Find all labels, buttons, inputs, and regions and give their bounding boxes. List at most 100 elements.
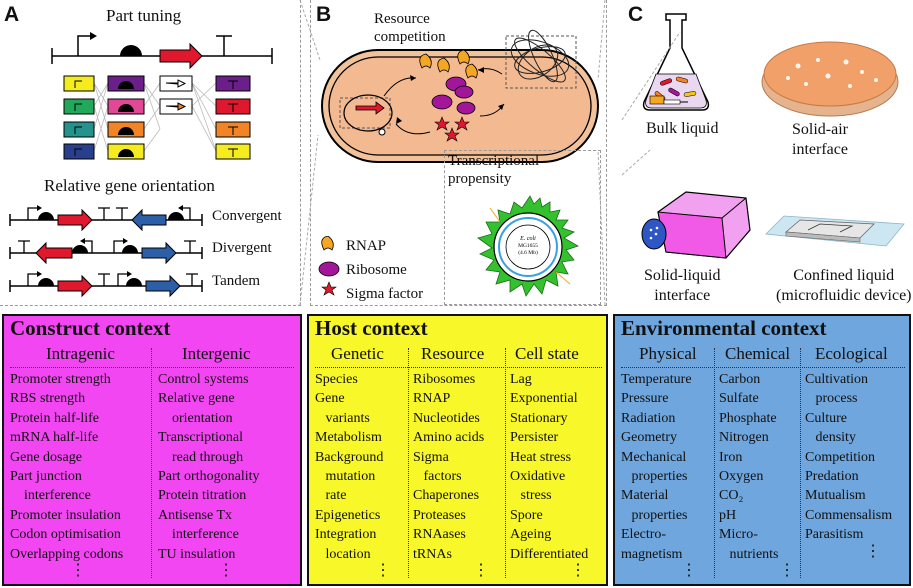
host-context-box: Host context Genetic Resource Cell state… bbox=[307, 314, 608, 586]
list-item: stress bbox=[510, 488, 552, 504]
list-item: Codon optimisation bbox=[10, 527, 121, 543]
list-item: Oxidative bbox=[510, 469, 566, 485]
construct-header-rule bbox=[10, 367, 294, 368]
list-item: RBS strength bbox=[10, 391, 86, 407]
list-item: Sulfate bbox=[719, 391, 759, 407]
list-item: Carbon bbox=[719, 372, 761, 387]
list-item: Protein titration bbox=[158, 488, 247, 504]
orientation-divergent: Divergent bbox=[212, 240, 272, 256]
list-item: Pressure bbox=[621, 391, 669, 407]
list-item: Exponential bbox=[510, 391, 578, 407]
list-item: tRNAs bbox=[413, 546, 452, 562]
cell-diagram bbox=[321, 29, 599, 163]
ellipsis-icon: ⋮ bbox=[375, 562, 391, 580]
solid-liquid-label: Solid-liquid interface bbox=[644, 266, 720, 306]
confined-line1: Confined liquid bbox=[793, 267, 895, 284]
host-col-genetic-head: Genetic bbox=[331, 344, 384, 363]
panel-a-frame bbox=[0, 0, 301, 306]
list-item: Gene bbox=[315, 391, 345, 407]
list-item: Promoter strength bbox=[10, 372, 111, 387]
ellipsis-icon: ⋮ bbox=[473, 562, 489, 580]
list-item: Part orthogonality bbox=[158, 469, 260, 485]
env-col-ecological-head: Ecological bbox=[815, 344, 888, 363]
list-item: properties bbox=[621, 469, 688, 485]
solid-liquid-line1: Solid-liquid bbox=[644, 267, 721, 284]
list-item: Epigenetics bbox=[315, 507, 381, 523]
list-item: Ribosomes bbox=[413, 372, 476, 387]
list-item: Persister bbox=[510, 430, 559, 446]
list-item: variants bbox=[315, 410, 370, 426]
list-item: Species bbox=[315, 372, 358, 387]
ellipsis-icon: ⋮ bbox=[779, 562, 795, 580]
list-item: Parasitism bbox=[805, 527, 864, 543]
construct-context-title: Construct context bbox=[10, 316, 171, 340]
construct-col-divider bbox=[151, 348, 152, 578]
legend-ribosome: Ribosome bbox=[346, 262, 407, 278]
list-item: mRNA half-life bbox=[10, 430, 99, 446]
ellipsis-icon: ⋮ bbox=[218, 562, 234, 580]
sigma-factor-icon bbox=[321, 281, 337, 296]
list-item: Lag bbox=[510, 372, 532, 387]
host-col-divider-2 bbox=[505, 348, 506, 578]
legend-sigma: Sigma factor bbox=[346, 286, 424, 302]
genome-name-line2: MG1655 bbox=[518, 243, 538, 249]
construct-context-box: Construct context Intragenic Intergenic … bbox=[2, 314, 302, 586]
genome-propensity-plot: E. coli MG1655 (4.6 Mb) bbox=[477, 195, 579, 297]
ribosome-icon bbox=[318, 261, 340, 277]
env-col-divider-2 bbox=[800, 348, 801, 578]
microfluidic-device-icon bbox=[765, 215, 905, 247]
list-item: Metabolism bbox=[315, 430, 382, 446]
confined-line2: (microfluidic device) bbox=[776, 287, 912, 304]
list-item: location bbox=[315, 546, 371, 562]
list-item: Nucleotides bbox=[413, 410, 480, 426]
environment-header-rule bbox=[621, 367, 905, 368]
gene-orientation-diagram bbox=[9, 205, 203, 298]
env-col-physical-head: Physical bbox=[639, 344, 697, 363]
list-item: rate bbox=[315, 488, 347, 504]
host-col-resource-head: Resource bbox=[421, 344, 485, 363]
list-item: Nitrogen bbox=[719, 430, 769, 446]
list-item: Chaperones bbox=[413, 488, 480, 504]
list-item: CO₂ bbox=[719, 488, 744, 504]
list-item: Ageing bbox=[510, 527, 552, 543]
list-item: RNAP bbox=[413, 391, 451, 407]
list-item: Culture bbox=[805, 410, 847, 426]
legend-icons bbox=[318, 236, 340, 296]
list-item: nutrients bbox=[719, 546, 779, 562]
list-item: Material bbox=[621, 488, 669, 504]
list-item: Part junction bbox=[10, 469, 82, 485]
list-item: Proteases bbox=[413, 507, 466, 523]
list-item: pH bbox=[719, 507, 737, 523]
list-item: Antisense Tx bbox=[158, 507, 233, 523]
list-item: Oxygen bbox=[719, 469, 764, 485]
list-item: orientation bbox=[158, 410, 233, 426]
environment-context-title: Environmental context bbox=[621, 316, 827, 340]
orientation-title: Relative gene orientation bbox=[44, 176, 215, 195]
list-item: process bbox=[805, 391, 858, 407]
resource-label-line1: Resource bbox=[374, 11, 430, 27]
list-item: TU insulation bbox=[158, 546, 236, 562]
panel-c-letter: C bbox=[628, 3, 644, 26]
list-item: Geometry bbox=[621, 430, 677, 446]
list-item: Transcriptional bbox=[158, 430, 244, 446]
connector-lines bbox=[299, 0, 681, 306]
legend-rnap: RNAP bbox=[346, 238, 387, 254]
list-item: Overlapping codons bbox=[10, 546, 124, 562]
list-item: Integration bbox=[315, 527, 377, 543]
list-item: Relative gene bbox=[158, 391, 235, 407]
rnap-icon bbox=[321, 236, 334, 251]
list-item: magnetism bbox=[621, 546, 683, 562]
confined-liquid-label: Confined liquid (microfluidic device) bbox=[776, 266, 912, 306]
list-item: Control systems bbox=[158, 372, 249, 387]
panel-a-letter: A bbox=[4, 3, 20, 26]
orientation-tandem: Tandem bbox=[212, 273, 261, 289]
solid-air-label: Solid-air interface bbox=[792, 120, 848, 160]
env-col-chemical-head: Chemical bbox=[725, 344, 791, 363]
propensity-label: Transcriptional propensity bbox=[448, 152, 539, 188]
propensity-line2: propensity bbox=[448, 171, 512, 187]
list-item: Amino acids bbox=[413, 430, 485, 446]
